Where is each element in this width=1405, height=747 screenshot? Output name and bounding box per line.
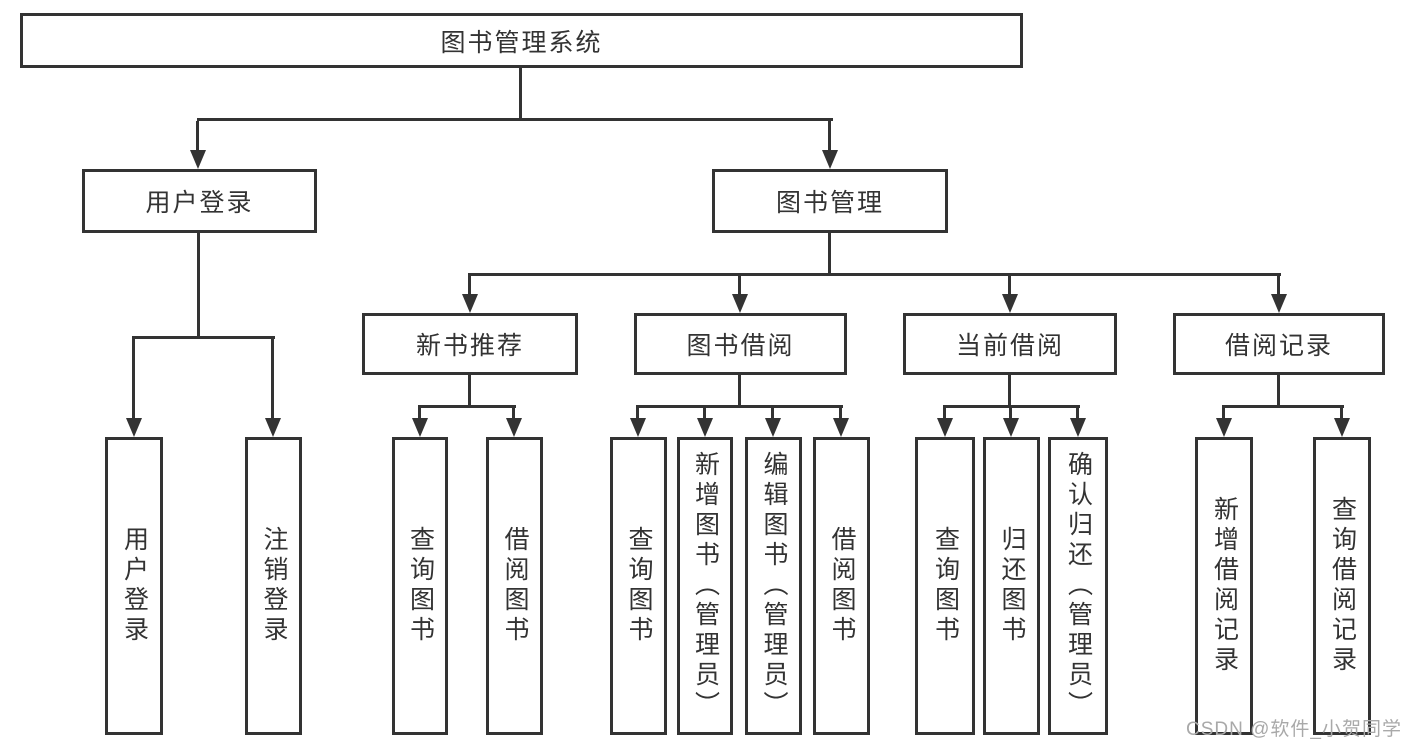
node-book-borrow-label: 图书借阅 — [686, 332, 795, 360]
connector-drop-leaf-logout — [271, 339, 274, 418]
connector-drop-confirm-return — [1076, 408, 1079, 419]
connector-stem-root — [519, 68, 522, 121]
leaf-query-borrow-record: 查询借阅记录 — [1313, 437, 1371, 735]
leaf-query-borrow-record-label: 查询借阅记录 — [1328, 496, 1357, 676]
connector-drop-query-books-borrow — [636, 408, 639, 419]
node-user-login-label: 用户登录 — [145, 189, 254, 217]
node-borrow-records-label: 借阅记录 — [1224, 332, 1333, 360]
connector-cross-book-borrow-grp — [636, 405, 843, 408]
node-current-borrow-label: 当前借阅 — [955, 332, 1064, 360]
connector-stem-book-mgmt — [828, 233, 831, 276]
leaf-edit-book-admin-label: 编辑图书（管理员） — [760, 451, 788, 721]
leaf-add-book-admin: 新增图书（管理员） — [677, 437, 733, 735]
connector-cross-new-book-rec — [418, 405, 516, 408]
leaf-user-login-label: 用户登录 — [120, 526, 149, 646]
connector-drop-book-borrow — [738, 276, 741, 294]
connector-drop-edit-book-admin — [771, 408, 774, 419]
connector-cross-book-mgmt — [468, 273, 1281, 276]
connector-drop-borrow-books-borrow — [839, 408, 842, 419]
connector-drop-add-borrow-record — [1222, 408, 1225, 419]
node-new-book-rec: 新书推荐 — [362, 313, 578, 375]
node-new-book-rec-label: 新书推荐 — [415, 332, 524, 360]
node-borrow-records: 借阅记录 — [1173, 313, 1385, 375]
watermark: CSDN @软件_小贺同学 — [1186, 719, 1402, 740]
connector-stem-current-borrow-grp — [1008, 375, 1011, 408]
arrowhead-new-book-rec — [462, 294, 478, 313]
leaf-add-borrow-record: 新增借阅记录 — [1195, 437, 1253, 735]
leaf-logout-login: 注销登录 — [245, 437, 302, 735]
arrowhead-add-borrow-record — [1216, 418, 1232, 437]
leaf-borrow-books-rec: 借阅图书 — [486, 437, 543, 735]
connector-stem-new-book-rec — [468, 375, 471, 408]
arrowhead-borrow-books-rec — [506, 418, 522, 437]
connector-drop-current-borrow — [1008, 276, 1011, 294]
leaf-query-books-current: 查询图书 — [915, 437, 975, 735]
leaf-return-books: 归还图书 — [983, 437, 1040, 735]
arrowhead-borrow-records — [1271, 294, 1287, 313]
leaf-query-books-borrow: 查询图书 — [610, 437, 667, 735]
node-current-borrow: 当前借阅 — [903, 313, 1117, 375]
leaf-borrow-books-borrow-label: 借阅图书 — [828, 526, 856, 646]
connector-cross-borrow-records-grp — [1222, 405, 1344, 408]
connector-drop-query-books-current — [943, 408, 946, 419]
arrowhead-add-book-admin — [697, 418, 713, 437]
arrowhead-current-borrow — [1002, 294, 1018, 313]
arrowhead-borrow-books-borrow — [833, 418, 849, 437]
leaf-add-borrow-record-label: 新增借阅记录 — [1210, 496, 1239, 676]
connector-drop-query-books-rec — [418, 408, 421, 419]
arrowhead-book-mgmt — [822, 150, 838, 169]
connector-stem-book-borrow-grp — [738, 375, 741, 408]
arrowhead-query-borrow-record — [1334, 418, 1350, 437]
arrowhead-book-borrow — [732, 294, 748, 313]
leaf-return-books-label: 归还图书 — [998, 526, 1026, 646]
arrowhead-query-books-current — [937, 418, 953, 437]
arrowhead-leaf-logout — [265, 418, 281, 437]
leaf-query-books-rec: 查询图书 — [392, 437, 448, 735]
connector-drop-borrow-records — [1277, 276, 1280, 294]
leaf-query-books-borrow-label: 查询图书 — [625, 526, 653, 646]
node-book-borrow: 图书借阅 — [634, 313, 847, 375]
arrowhead-query-books-borrow — [630, 418, 646, 437]
arrowhead-leaf-user-login — [126, 418, 142, 437]
arrowhead-user-login — [190, 150, 206, 169]
connector-cross-current-borrow-grp — [943, 405, 1080, 408]
connector-drop-borrow-books-rec — [512, 408, 515, 419]
leaf-edit-book-admin: 编辑图书（管理员） — [745, 437, 802, 735]
connector-drop-user-login — [196, 121, 199, 150]
leaf-confirm-return-admin-label: 确认归还（管理员） — [1064, 451, 1093, 721]
leaf-query-books-current-label: 查询图书 — [931, 526, 960, 646]
node-root-label: 图书管理系统 — [440, 28, 603, 57]
node-book-mgmt: 图书管理 — [712, 169, 948, 233]
connector-drop-book-mgmt — [828, 121, 831, 150]
leaf-confirm-return-admin: 确认归还（管理员） — [1048, 437, 1108, 735]
connector-stem-borrow-records-grp — [1277, 375, 1280, 408]
arrowhead-confirm-return — [1070, 418, 1086, 437]
node-root: 图书管理系统 — [20, 13, 1023, 68]
leaf-query-books-rec-label: 查询图书 — [406, 526, 435, 646]
connector-cross-root — [197, 118, 833, 121]
connector-drop-add-book-admin — [703, 408, 706, 419]
connector-drop-query-borrow-record — [1340, 408, 1343, 419]
arrowhead-query-books-rec — [412, 418, 428, 437]
arrowhead-return-books — [1003, 418, 1019, 437]
leaf-logout-login-label: 注销登录 — [260, 526, 288, 646]
connector-stem-user-login — [197, 233, 200, 339]
leaf-user-login: 用户登录 — [105, 437, 163, 735]
leaf-borrow-books-rec-label: 借阅图书 — [501, 526, 529, 646]
node-user-login-branch: 用户登录 — [82, 169, 317, 233]
leaf-add-book-admin-label: 新增图书（管理员） — [691, 451, 720, 721]
arrowhead-edit-book-admin — [765, 418, 781, 437]
connector-drop-return-books — [1009, 408, 1012, 419]
connector-drop-new-book-rec — [468, 276, 471, 294]
leaf-borrow-books-borrow: 借阅图书 — [813, 437, 870, 735]
connector-cross-user-login — [132, 336, 275, 339]
connector-drop-leaf-user-login — [132, 339, 135, 418]
node-book-mgmt-label: 图书管理 — [775, 189, 884, 217]
